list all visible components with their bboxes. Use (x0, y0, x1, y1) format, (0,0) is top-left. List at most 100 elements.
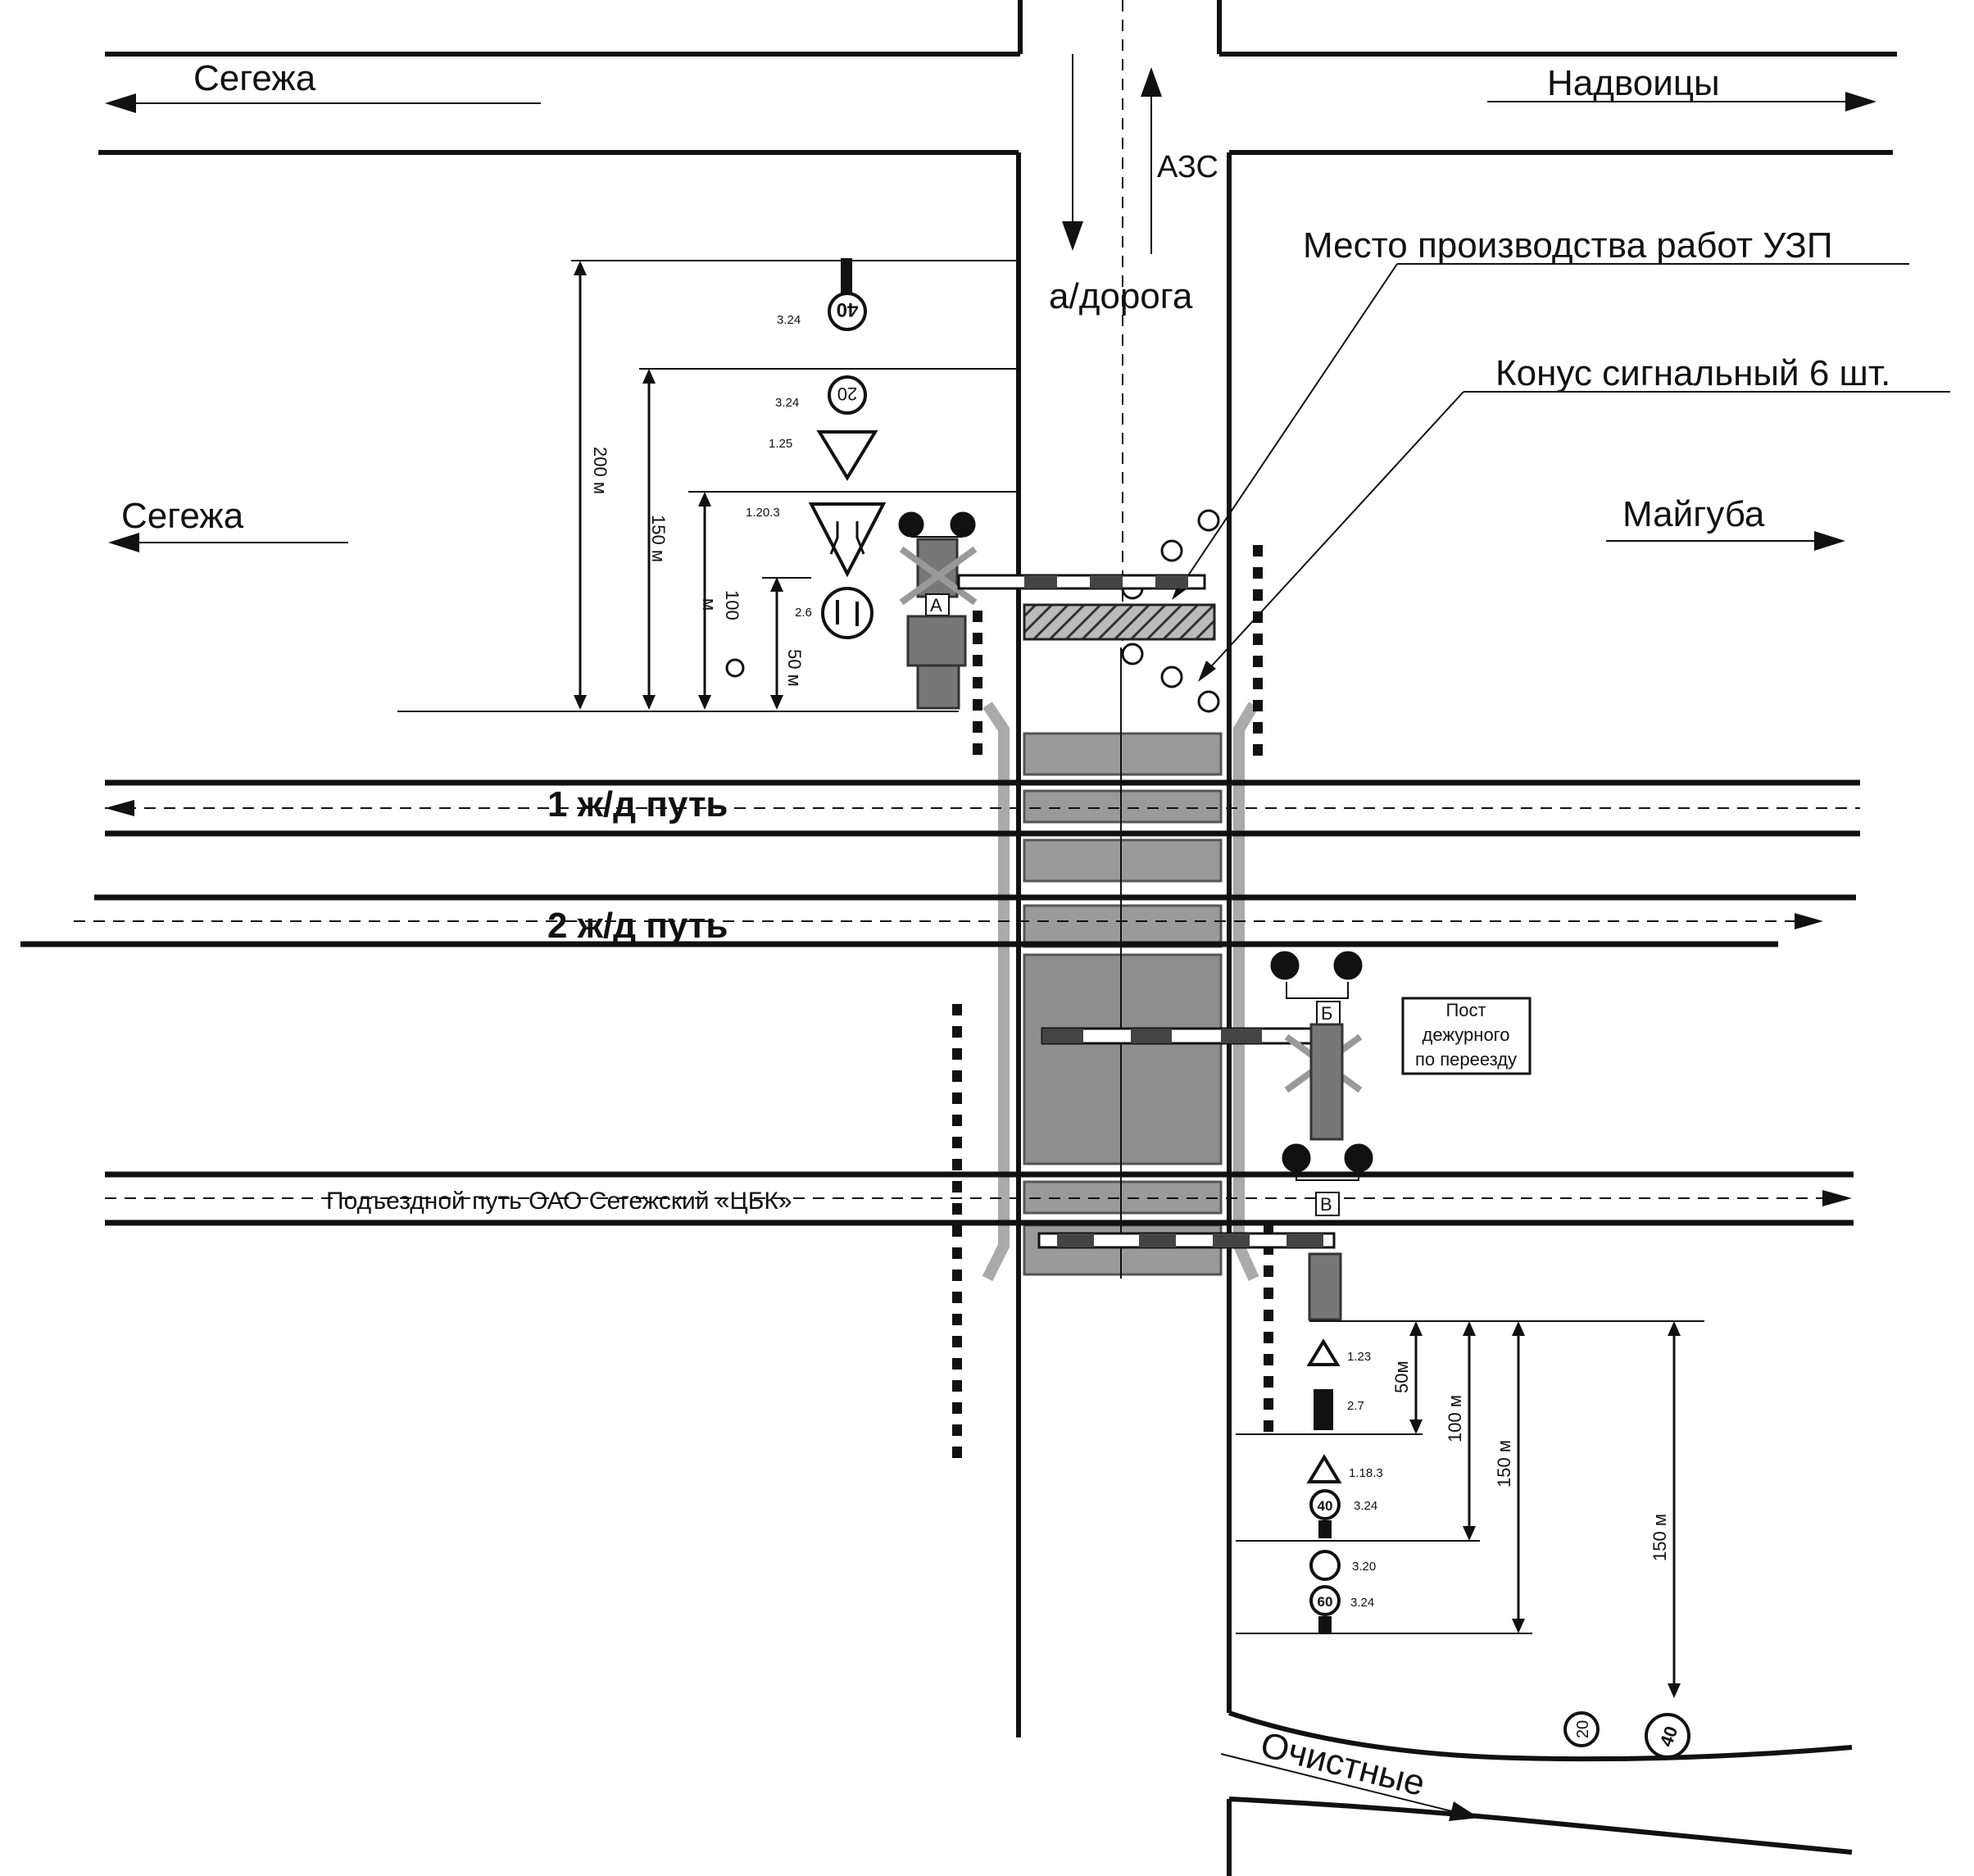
edge-marker (952, 1447, 962, 1458)
north-dim-200: 200 м (590, 447, 610, 494)
direction-segezha-mid: Сегежа (121, 496, 244, 536)
edge-marker (1264, 1310, 1273, 1321)
edge-marker (952, 1026, 962, 1038)
edge-marker (1264, 1265, 1273, 1277)
edge-marker (952, 1358, 962, 1370)
priority-oncoming-sign-icon (821, 587, 874, 639)
south-sign2-code: 2.7 (1347, 1399, 1364, 1413)
edge-marker (952, 1115, 962, 1126)
south-signs: 1.23 2.7 1.18.3 40 3.24 3.20 60 3.24 20 … (1306, 1338, 1690, 1759)
bottom-road: Очистные (1220, 1710, 1853, 1876)
edge-marker (952, 1004, 962, 1015)
road-works-sign-icon (816, 430, 878, 481)
edge-marker (1264, 1398, 1273, 1410)
arrow-down-icon (1062, 221, 1083, 251)
south-dimensions: 50м 100 м 150 м 150 м (1236, 1321, 1681, 1698)
edge-marker (1253, 700, 1263, 711)
south-sign4-value: 40 (1318, 1498, 1333, 1514)
north-sign5-code: 2.6 (795, 606, 812, 620)
edge-marker (1253, 656, 1263, 667)
cone-icon (1160, 665, 1183, 688)
edge-marker (952, 1292, 962, 1303)
deck-plate (1023, 904, 1223, 948)
edge-marker (1264, 1288, 1273, 1299)
dotted-markers (952, 545, 1273, 1458)
north-signs: 40 3.24 20 3.24 1.25 1.20.3 2.6 (725, 258, 887, 678)
arrow-up-icon (1141, 67, 1162, 97)
south-sign1-code: 1.23 (1347, 1350, 1371, 1364)
edge-marker (1253, 611, 1263, 623)
narrowing-sign-icon (1306, 1454, 1342, 1483)
barrier-a-label: А (930, 595, 942, 615)
direction-segezha-top: Сегежа (193, 58, 316, 98)
arrow-right-icon (1814, 531, 1845, 551)
north-dim-50: 50 м (784, 649, 805, 687)
edge-marker (1253, 589, 1263, 601)
direction-nadvoitsy: Надвоицы (1547, 63, 1720, 103)
edge-marker (1264, 1420, 1273, 1432)
deck-plate (1023, 732, 1223, 776)
north-sign2-code: 3.24 (775, 396, 799, 410)
edge-marker (1264, 1221, 1273, 1233)
arrow-right-icon (1845, 92, 1876, 111)
edge-marker (1264, 1354, 1273, 1365)
south-sign3-code: 1.18.3 (1349, 1466, 1383, 1480)
edge-marker (952, 1270, 962, 1281)
edge-marker (952, 1402, 962, 1414)
south-sign4-code: 3.24 (1354, 1499, 1377, 1513)
north-dimensions: 200 м 150 м 100 м 50 м (397, 260, 1016, 712)
north-dim-100-unit: м (699, 598, 719, 611)
north-sign1-code: 3.24 (777, 313, 801, 327)
south-dim-150b: 150 м (1650, 1514, 1670, 1561)
south-sign6-code: 3.24 (1350, 1596, 1374, 1610)
duty-post-line1: Пост (1445, 1000, 1486, 1020)
south-dim-100: 100 м (1445, 1395, 1465, 1442)
edge-marker (973, 677, 982, 688)
arrow-right-icon (1795, 913, 1823, 929)
deck-plate (1023, 953, 1223, 1165)
edge-marker (952, 1424, 962, 1436)
edge-marker (952, 1247, 962, 1259)
arrow-right-icon (1449, 1801, 1479, 1821)
duty-post-line3: по переезду (1415, 1049, 1517, 1070)
north-dim-150: 150 м (648, 515, 669, 562)
barrier-a: А (898, 511, 1206, 710)
speed-limit-sign-icon (1309, 1585, 1341, 1616)
priority-sign-icon (1314, 1389, 1333, 1430)
narrowing-sign-icon (808, 502, 887, 578)
duty-post: Пост дежурного по переезду (1401, 997, 1532, 1075)
direction-maiguba: Майгуба (1622, 494, 1765, 534)
cone-icon (1197, 509, 1220, 532)
edge-marker (1253, 545, 1263, 556)
crossing-deck (982, 702, 1259, 1282)
speed-limit-sign-icon (1563, 1711, 1600, 1747)
south-extra-sign-a: 20 (1574, 1720, 1592, 1738)
work-zone-area (1023, 603, 1216, 641)
edge-marker (1264, 1376, 1273, 1388)
south-sign6-value: 60 (1318, 1594, 1333, 1610)
edge-marker (952, 1203, 962, 1215)
edge-marker (1253, 634, 1263, 645)
work-zone-label: Место производства работ УЗП (1303, 225, 1833, 266)
work-zone (1023, 509, 1220, 713)
edge-marker (952, 1380, 962, 1392)
speed-limit-sign-icon (828, 292, 867, 331)
edge-marker (973, 699, 982, 711)
edge-marker (973, 611, 982, 622)
cones-label: Конус сигнальный 6 шт. (1495, 353, 1890, 393)
spur-track-label: Подъездной путь ОАО Сегежский «ЦБК» (326, 1188, 792, 1215)
track1-label: 1 ж/д путь (547, 784, 728, 824)
no-overtaking-sign-icon (1309, 1550, 1341, 1581)
barrier-b: Б (1041, 951, 1363, 1141)
edge-marker (973, 721, 982, 733)
edge-marker (952, 1070, 962, 1082)
north-sign1-value: 40 (837, 298, 859, 320)
road-works-sign-icon (1306, 1338, 1341, 1366)
cone-icon (1160, 539, 1183, 562)
deck-plate (1023, 838, 1223, 883)
barrier-v-label: В (1320, 1194, 1332, 1215)
edge-marker (973, 655, 982, 666)
north-sign2-value: 20 (837, 384, 857, 404)
north-dim-100: 100 (722, 590, 742, 620)
